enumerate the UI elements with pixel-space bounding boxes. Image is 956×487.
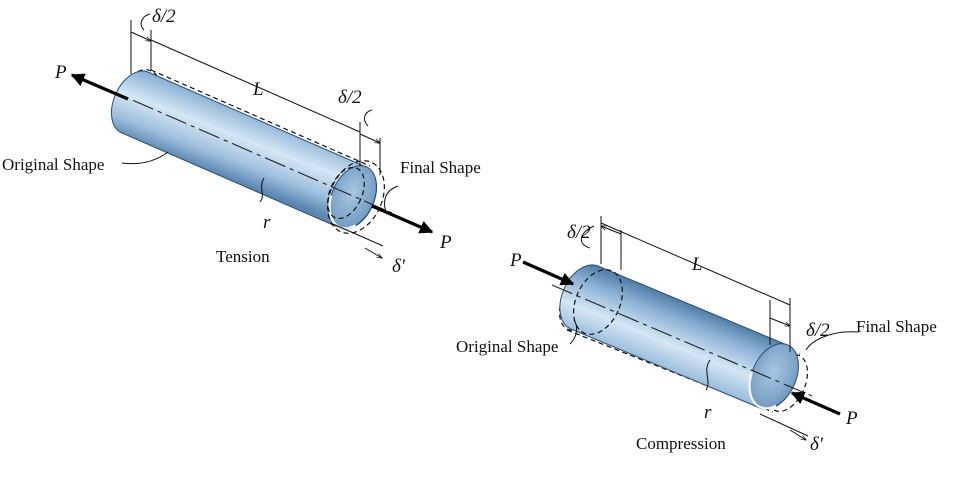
compression-half-elongation-left: δ/2 <box>567 222 591 243</box>
compression-dimensions <box>569 216 859 440</box>
tension-half-elongation-left: δ/2 <box>152 6 176 27</box>
tension-lateral-change-label: δ′ <box>392 256 406 277</box>
compression-length-label: L <box>691 254 703 275</box>
compression-diagram: P P L δ/2 δ/2 δ′ r Original Shape Final … <box>456 216 937 455</box>
tension-original-shape-label: Original Shape <box>2 155 104 174</box>
tension-radius-label: r <box>263 212 271 233</box>
compression-load-arrow-right <box>790 391 841 416</box>
tension-length-label: L <box>252 79 264 100</box>
tension-caption: Tension <box>216 247 270 266</box>
compression-lateral-change-label: δ′ <box>810 434 824 455</box>
tension-diagram: P P L δ/2 δ/2 δ′ r Original Shape Final … <box>2 6 481 277</box>
tension-dimensions <box>121 13 399 258</box>
compression-radius-label: r <box>704 402 712 423</box>
compression-final-shape-label: Final Shape <box>856 317 937 336</box>
compression-load-label-right: P <box>845 408 858 429</box>
compression-original-shape-label: Original Shape <box>456 337 558 356</box>
tension-center-axis <box>99 85 393 214</box>
tension-final-shape-label: Final Shape <box>400 158 481 177</box>
tension-load-label-left: P <box>54 62 67 83</box>
compression-load-arrow-left <box>522 260 575 286</box>
compression-half-elongation-right: δ/2 <box>806 320 830 341</box>
tension-load-arrow-right <box>371 204 434 234</box>
tension-load-label-right: P <box>439 232 452 253</box>
compression-center-axis <box>551 284 813 397</box>
compression-caption: Compression <box>636 434 726 453</box>
compression-load-label-left: P <box>509 250 522 271</box>
tension-half-elongation-right: δ/2 <box>338 87 362 108</box>
tension-load-arrow-left <box>70 73 129 101</box>
